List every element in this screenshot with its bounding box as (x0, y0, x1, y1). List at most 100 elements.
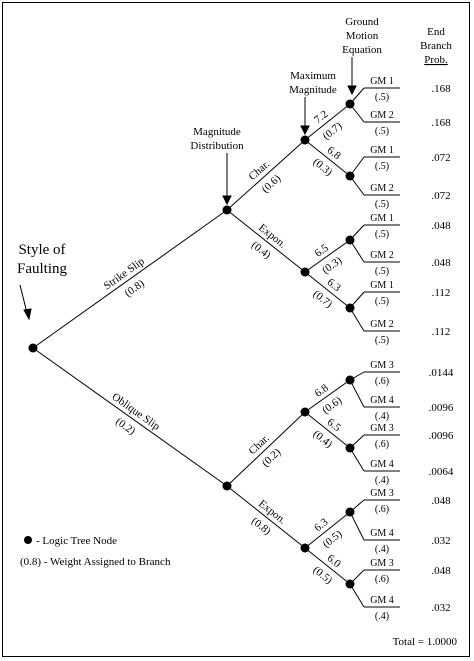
edge-maxmag-6 (304, 511, 351, 549)
maxmag-branch-7-label: 6.0 (325, 552, 344, 570)
root-node (28, 343, 38, 353)
tree-edges (32, 87, 400, 608)
edge-gm-9 (349, 379, 365, 408)
legend-node-text: - Logic Tree Node (36, 535, 117, 547)
maxmag-branch-5-weight: (0.4) (311, 428, 335, 451)
gm-label-15: GM 4 (370, 595, 394, 606)
gm-label-8: GM 3 (370, 360, 394, 371)
maxmag-branch-1-label: 6.8 (325, 144, 344, 162)
style-branch-0-weight: (0.8) (123, 277, 147, 299)
gm-label-9: GM 4 (370, 395, 394, 406)
gm-weight-6: (.5) (375, 296, 389, 307)
gm-weight-10: (.6) (375, 439, 389, 450)
gm-weight-4: (.5) (375, 229, 389, 240)
arrow-style (19, 284, 28, 314)
edge-maxmag-7 (304, 547, 351, 585)
dist-branch-3-weight: (0.8) (249, 515, 273, 538)
gm-weight-2: (.5) (375, 161, 389, 172)
maxmag-node-5 (345, 443, 355, 453)
header-end-branch-prob: End Branch Prob. (420, 26, 452, 66)
gm-label-6: GM 1 (370, 280, 394, 291)
gm-label-11: GM 4 (370, 459, 394, 470)
dist-branch-1-weight: (0.4) (249, 239, 273, 262)
header-ebp-line2: Branch (420, 40, 452, 52)
edge-dist-3 (226, 485, 306, 549)
dist-branch-2-weight: (0.2) (260, 446, 284, 469)
gm-label-14: GM 3 (370, 558, 394, 569)
edge-maxmag-4 (304, 379, 351, 413)
header-maxmag-line1: Maximum (290, 70, 336, 82)
header-gme-line2: Motion (346, 30, 379, 42)
tree-nodes (28, 99, 355, 589)
maxmag-branch-3-label: 6.3 (325, 276, 344, 294)
legend-weight-text: (0.8) - Weight Assigned to Branch (20, 556, 171, 568)
maxmag-branch-0-weight: (0.7) (321, 120, 345, 143)
gm-label-13: GM 4 (370, 528, 394, 539)
maxmag-branch-4-weight: (0.6) (320, 394, 344, 416)
dist-node-2 (300, 407, 310, 417)
dist-node-3 (300, 543, 310, 553)
header-gme-line3: Equation (342, 44, 382, 56)
end-prob-12: .048 (431, 495, 451, 507)
gm-label-4: GM 1 (370, 213, 394, 224)
gm-weight-5: (.5) (375, 266, 389, 277)
total-label: Total = 1.0000 (393, 636, 458, 648)
end-prob-3: .072 (431, 190, 450, 202)
legend-node-marker (24, 536, 32, 544)
edge-dist-2 (226, 411, 306, 487)
edge-style-0 (32, 209, 228, 349)
edge-dist-1 (226, 209, 306, 273)
edge-maxmag-3 (304, 271, 351, 309)
header-maximum-magnitude: Maximum Magnitude (289, 70, 337, 96)
maxmag-node-7 (345, 579, 355, 589)
maxmag-branch-7-weight: (0.5) (311, 564, 335, 587)
header-style-line2: Faulting (17, 261, 68, 277)
legend: - Logic Tree Node (0.8) - Weight Assigne… (20, 535, 171, 568)
arrowhead-magdist (222, 195, 232, 206)
end-prob-9: .0096 (429, 402, 454, 414)
maxmag-branch-0-label: 7.2 (312, 108, 330, 126)
gm-weight-11: (.4) (375, 475, 389, 486)
edge-style-1 (32, 347, 228, 487)
gm-label-7: GM 2 (370, 319, 394, 330)
edge-maxmag-1 (304, 139, 351, 177)
gm-label-10: GM 3 (370, 423, 394, 434)
gm-weight-7: (.5) (375, 335, 389, 346)
maxmag-node-4 (345, 375, 355, 385)
maxmag-branch-6-label: 6.3 (312, 516, 331, 534)
gm-weight-14: (.6) (375, 574, 389, 585)
edge-dist-0 (226, 139, 306, 211)
arrowhead-style (23, 308, 32, 321)
gm-weight-15: (.4) (375, 611, 389, 622)
gm-label-3: GM 2 (370, 183, 394, 194)
maxmag-node-1 (345, 171, 355, 181)
maxmag-branch-2-weight: (0.3) (320, 254, 344, 276)
maxmag-branch-3-weight: (0.7) (311, 288, 335, 311)
header-style-line1: Style of (18, 242, 65, 258)
gm-weight-0: (.5) (375, 92, 389, 103)
arrowhead-gme (347, 85, 357, 96)
gm-label-1: GM 2 (370, 110, 394, 121)
maxmag-branch-2-label: 6.5 (313, 242, 332, 260)
header-arrows (19, 57, 357, 321)
gm-label-0: GM 1 (370, 76, 394, 87)
end-prob-0: .168 (431, 83, 451, 95)
gm-weight-13: (.4) (375, 544, 389, 555)
style-branch-1-weight: (0.2) (113, 416, 137, 438)
end-prob-13: .032 (431, 535, 450, 547)
maxmag-branch-5-label: 6.5 (325, 416, 344, 434)
style-node-1 (222, 481, 232, 491)
maxmag-branch-1-weight: (0.3) (311, 156, 335, 179)
end-prob-14: .048 (431, 565, 451, 577)
header-gme-line1: Ground (345, 16, 379, 28)
tree-labels: Strike Slip(0.8)Oblique Slip(0.2)Char.(0… (102, 76, 454, 622)
maxmag-node-3 (345, 303, 355, 313)
end-prob-15: .032 (431, 602, 450, 614)
end-prob-8: .0144 (429, 367, 454, 379)
end-prob-4: .048 (431, 220, 451, 232)
gm-label-5: GM 2 (370, 250, 394, 261)
arrowhead-maxmag (300, 125, 310, 136)
header-magdist-line1: Magnitude (193, 126, 241, 138)
header-ebp-line1: End (427, 26, 445, 38)
